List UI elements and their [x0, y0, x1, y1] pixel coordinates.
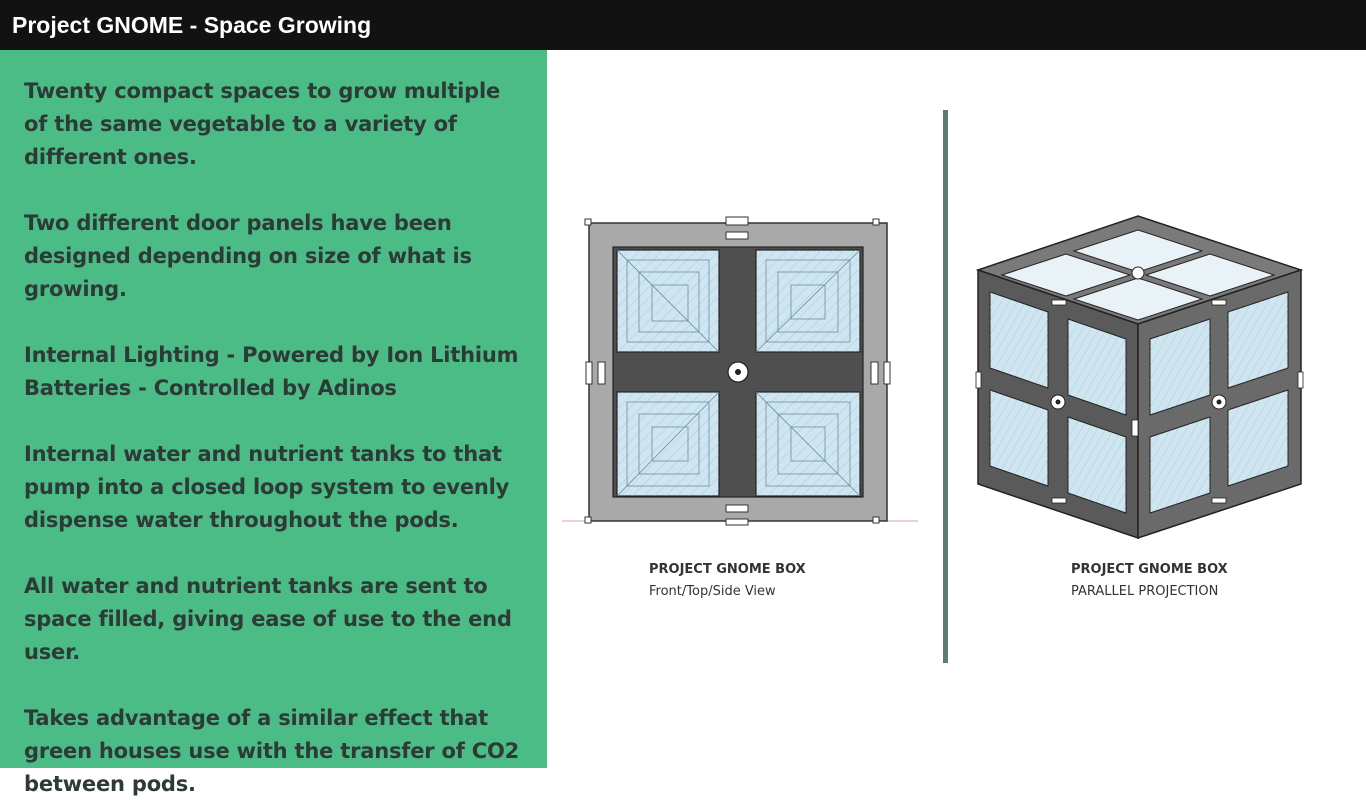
gnome-box-isometric-drawing — [975, 215, 1304, 540]
front-view-caption-subtitle: Front/Top/Side View — [649, 584, 776, 599]
feature-paragraph-lighting: Internal Lighting - Powered by Ion Lithi… — [24, 343, 519, 400]
feature-paragraph-space-filled: All water and nutrient tanks are sent to… — [24, 574, 512, 664]
iso-view-caption-subtitle: PARALLEL PROJECTION — [1071, 584, 1219, 599]
iso-view-caption-title: PROJECT GNOME BOX — [1071, 562, 1228, 577]
feature-paragraph-co2-transfer: Takes advantage of a similar effect that… — [24, 706, 520, 796]
front-view-caption-title: PROJECT GNOME BOX — [649, 562, 806, 577]
iso-view-caption: PROJECT GNOME BOX PARALLEL PROJECTION — [1071, 559, 1228, 603]
feature-paragraph-door-panels: Two different door panels have been desi… — [24, 211, 472, 301]
view-divider — [943, 110, 948, 663]
front-view-caption: PROJECT GNOME BOX Front/Top/Side View — [649, 559, 806, 603]
feature-list-panel: Twenty compact spaces to grow multiple o… — [0, 50, 547, 796]
gnome-box-front-view-drawing — [562, 216, 918, 526]
feature-paragraph-compact-spaces: Twenty compact spaces to grow multiple o… — [24, 79, 501, 169]
page-title: Project GNOME - Space Growing — [0, 0, 1366, 50]
feature-paragraph-water-tanks: Internal water and nutrient tanks to tha… — [24, 442, 510, 532]
